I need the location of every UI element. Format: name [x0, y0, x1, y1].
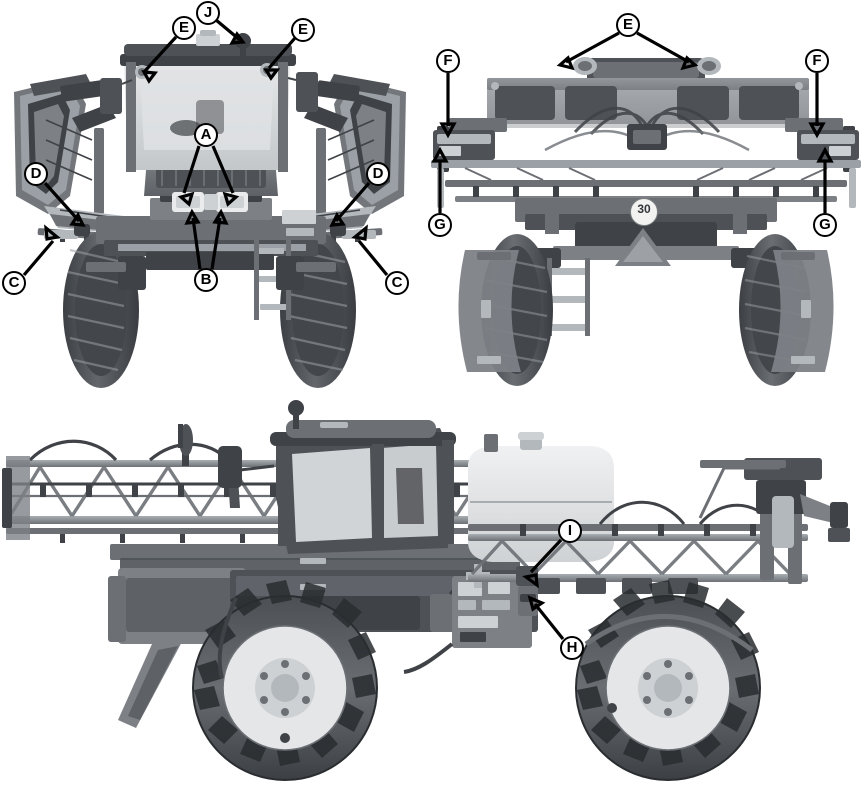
callout-a-front[interactable]: A	[194, 123, 218, 147]
speed-limit-sign-30: 30	[630, 198, 658, 226]
callout-e-rear[interactable]: E	[616, 13, 640, 37]
callout-c-front-left[interactable]: C	[2, 271, 26, 295]
callout-g-rear-right[interactable]: G	[813, 213, 837, 237]
callout-c-front-right[interactable]: C	[385, 271, 409, 295]
front-view-illustration	[0, 0, 420, 395]
callout-f-rear-right[interactable]: F	[805, 49, 829, 73]
callout-f-rear-left[interactable]: F	[436, 49, 460, 73]
callout-h-side[interactable]: H	[560, 636, 584, 660]
callout-g-rear-left[interactable]: G	[428, 213, 452, 237]
callout-j-front[interactable]: J	[196, 1, 220, 25]
callout-d-front-left[interactable]: D	[24, 162, 48, 186]
callout-b-front[interactable]: B	[194, 268, 218, 292]
side-view-illustration	[0, 398, 867, 787]
callout-e-front-right[interactable]: E	[291, 18, 315, 42]
callout-i-side[interactable]: I	[558, 519, 582, 543]
callout-e-front-left[interactable]: E	[172, 16, 196, 40]
callout-d-front-right[interactable]: D	[366, 162, 390, 186]
